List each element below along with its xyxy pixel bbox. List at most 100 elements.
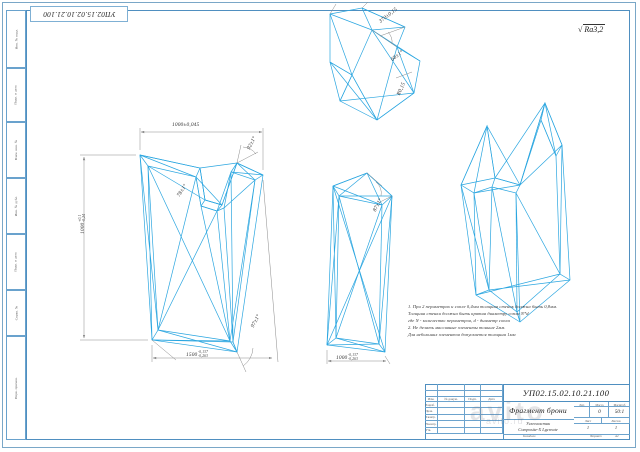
tb-val-masshtab: 50:1 [614,410,625,415]
tb-role-1-sign [465,408,481,415]
tb-material-line1: Углепластик [525,421,551,427]
tb-cell-masshtab-border [609,402,630,407]
rotated-designation-box: УП02.15.02.10.21.100 [30,6,128,22]
tb-role-0-date [481,402,503,409]
dim-side-width-tol-dn: -0,263 [347,356,359,361]
tb-hdr-masshtab: Масштаб [613,402,626,407]
tb-cell-listov-border [602,418,630,424]
tb-role-1: Пров. [425,408,438,415]
tb-part-name: Фрагмент брони [509,405,567,415]
tb-divider-footer [503,433,630,435]
iso-top-dimension-lines [329,1,413,79]
tb-format-label: Формат [590,434,602,438]
tb-hdr-izm: Изм. [425,397,438,402]
tb-role-3: Н.контр. [425,421,438,428]
tb-format-value: A2 [615,434,619,438]
tb-role-0-sign [465,402,481,409]
tb-designation: УП02.15.02.10.21.100 [522,388,610,398]
tb-cell-list-border [574,418,602,424]
front-view-dimension-lines [80,128,279,373]
margin-col-5: Справ. № [6,290,26,336]
tb-rev-r1c2 [465,391,481,397]
tb-role-3-date [481,421,503,428]
note-line-3: 2. Не делать массивные элементы тоньше 2… [408,324,506,330]
tb-cell-lit-val-border [574,407,590,418]
tb-hdr-massa: Масса [595,402,604,407]
side-view-dimension-lines [326,172,393,365]
technical-notes: 1. При 2 периметрах и сопле 0,4мм толщин… [408,304,588,338]
margin-col-0: Инв. № подл. [6,10,26,68]
tb-role-2-doc [438,414,465,422]
tb-role-2-sign [465,414,481,422]
roughness-tick-icon: √ [578,25,583,34]
dim-side-width-tol-up: -0,137 [347,353,359,357]
dim-side-width-value: 1000 [336,354,348,361]
note-line-1: Толщина стенки должна быть кратна диамет… [408,310,529,316]
dim-front-bottom-width-value: 1500 [186,351,198,358]
dim-front-bottom-tol-up: -0,137 [197,350,209,354]
sheet-outer-border [2,2,636,448]
tb-role-1-date [481,408,503,415]
side-view-geometry [326,172,393,353]
tb-cell-lit-border [574,402,590,407]
dim-front-height: 1000+0,1-0,24 [78,213,86,234]
tb-cell-masshtab-val-border [609,407,630,418]
dim-side-width: 1000-0,137-0,263 [336,353,359,361]
note-line-0: 1. При 2 периметрах и сопле 0,4мм толщин… [408,304,558,309]
dim-front-bottom-width: 1500-0,137-0,263 [186,350,209,358]
tb-hdr-listov: Листов [611,419,621,423]
tb-role-4-doc [438,427,465,434]
tb-hdr-ndocum: № докум. [438,397,465,402]
margin-col-4: Подп. и дата [6,234,26,290]
tb-role-0: Разраб. [425,402,438,409]
tb-role-3-doc [438,421,465,428]
tb-hdr-lit: Лит. [579,402,585,407]
tb-role-0-doc [438,402,465,409]
iso-top-view-geometry [329,7,421,121]
surface-roughness-symbol: √Ra3,2 [578,24,606,34]
tb-rev-r0c1 [438,384,465,391]
tb-val-listov: 1 [615,424,617,430]
tb-hdr-list: Лист [584,419,592,423]
margin-col-6: Перв. примен. [6,336,26,440]
tb-divider-vert [503,384,504,440]
tb-role-4-date [481,427,503,434]
dim-front-top-width: 1000±0,045 [172,122,200,128]
tb-cell-massa-border [590,402,609,407]
note-line-2: где N - количество периметров, d - диаме… [408,317,511,323]
front-view-geometry [139,154,264,353]
tb-rev-r1c1 [438,391,465,397]
tb-org: Казадаев [523,434,536,438]
tb-material-line2: Composite-X Lgcreate [518,426,558,432]
iso-right-view-geometry [460,101,571,323]
tb-role-2: Т.контр. [425,414,438,422]
tb-rev-r1c0 [425,391,438,397]
tb-hdr-podp: Подп. [465,397,481,402]
tb-rev-r0c0 [425,384,438,391]
title-block: Изм. № докум. Подп. Дата Разраб. Пров. Т… [425,384,630,440]
tb-material: Углепластик Composite-X Lgcreate [503,419,573,434]
tb-rev-r1c3 [481,391,503,397]
tb-role-4-sign [465,427,481,434]
tb-val-list: 1 [587,424,589,430]
tb-rev-r0c3 [481,384,503,391]
margin-col-3: Инв. № дубл. [6,178,26,234]
tb-divider-1 [503,401,629,402]
tb-rev-r0c2 [465,384,481,391]
margin-col-2: Взам. инв. № [6,122,26,178]
tb-hdr-data: Дата [481,397,503,402]
margin-col-1: Подп. и дата [6,68,26,122]
dim-front-height-value: 1000 [79,222,86,234]
tb-role-3-sign [465,421,481,428]
tb-val-massa: 0 [598,410,601,415]
tb-role-2-date [481,414,503,422]
tb-divider-mat [503,418,574,420]
dim-front-height-tol-dn: -0,24 [81,213,86,223]
tb-role-4: Утв. [425,427,438,434]
tb-cell-massa-val-border [590,407,609,418]
dim-front-bottom-tol-dn: -0,263 [197,353,209,358]
roughness-value: Ra3,2 [583,24,606,34]
tb-role-1-doc [438,408,465,415]
